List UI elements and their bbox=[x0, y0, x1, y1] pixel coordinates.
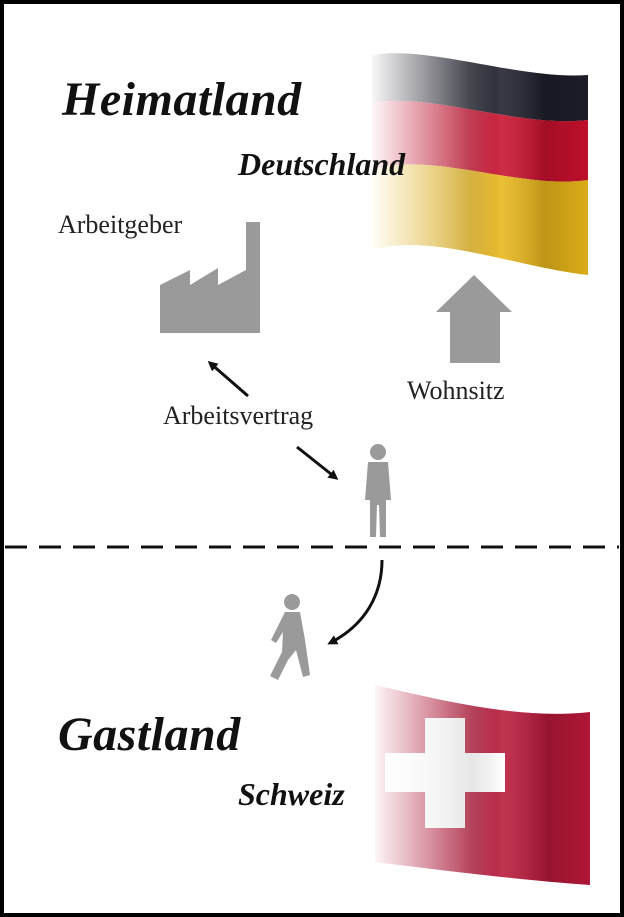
residence-label: Wohnsitz bbox=[407, 376, 505, 405]
house-arrow-icon bbox=[436, 275, 512, 363]
standing-person-icon bbox=[365, 444, 391, 537]
factory-icon bbox=[160, 222, 260, 333]
german-flag bbox=[368, 40, 598, 280]
arrow-migration bbox=[327, 559, 384, 645]
arrow-to-person bbox=[296, 445, 339, 480]
walking-person-icon bbox=[270, 594, 310, 680]
home-country-name: Deutschland bbox=[238, 146, 406, 182]
host-country-name: Schweiz bbox=[238, 776, 345, 812]
arrow-to-employer bbox=[207, 361, 249, 398]
contract-label: Arbeitsvertrag bbox=[163, 401, 314, 430]
employer-label: Arbeitgeber bbox=[58, 210, 183, 239]
swiss-flag bbox=[370, 680, 600, 890]
host-country-title: Gastland bbox=[58, 708, 241, 761]
home-country-title: Heimatland bbox=[62, 73, 302, 126]
